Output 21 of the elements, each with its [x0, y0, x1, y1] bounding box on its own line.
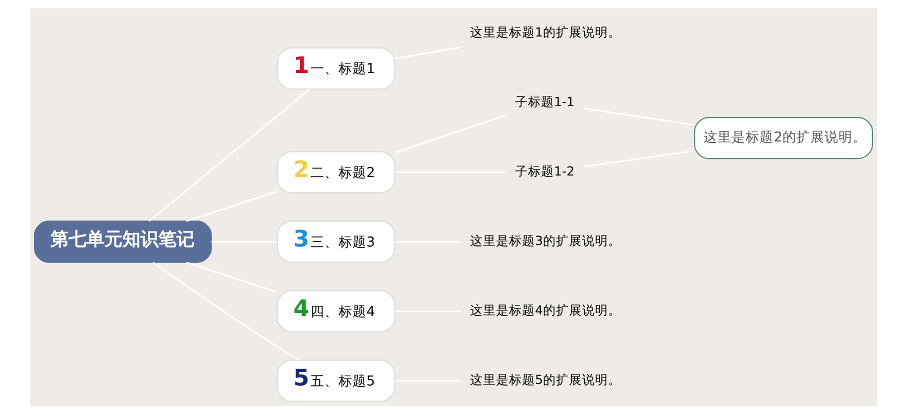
node-box: 第七单元知识笔记: [34, 220, 212, 263]
connector: [148, 88, 310, 222]
node-text: 这里是标题3的扩展说明。: [470, 232, 620, 248]
node-box: 4 四、标题4: [276, 290, 395, 332]
connector: [394, 46, 460, 60]
node-box: 2 二、标题2: [276, 151, 395, 194]
node-text: 子标题1-2: [514, 163, 574, 178]
node-box: 这里是标题2的扩展说明。: [694, 116, 873, 160]
node-text: 这里是标题4的扩展说明。: [470, 302, 620, 318]
node-box: 1 一、标题1: [276, 47, 395, 90]
connector: [152, 262, 300, 361]
node-box: 5五、标题5: [276, 360, 395, 402]
connector: [583, 150, 694, 168]
node-box: 3 三、标题3: [276, 220, 395, 263]
node-text: 这里是标题5的扩展说明。: [470, 372, 620, 388]
node-text: 子标题1-1: [514, 94, 574, 109]
connector: [394, 114, 506, 154]
connector: [186, 190, 278, 222]
connector: [186, 262, 278, 293]
node-text: 这里是标题1的扩展说明。: [470, 24, 620, 40]
connector: [583, 108, 694, 126]
